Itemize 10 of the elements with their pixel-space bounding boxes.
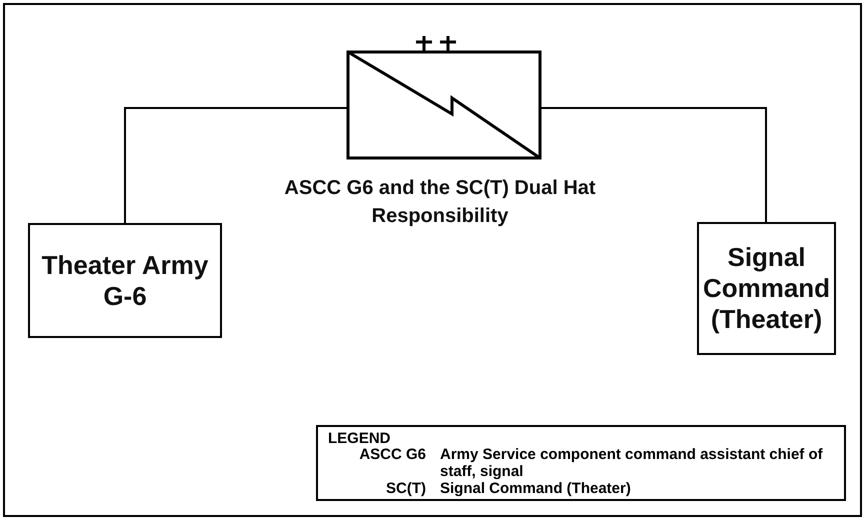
legend-heading: LEGEND — [328, 430, 391, 447]
abbreviation: SC(T) — [386, 480, 426, 497]
connector-line — [540, 107, 767, 222]
connector-line — [124, 107, 348, 223]
definition: Signal Command (Theater) — [440, 480, 631, 497]
definition: Army Service component command assistant chief of staff, signal — [440, 446, 824, 480]
abbreviation: ASCC G6 — [359, 446, 426, 463]
unit-box: Signal Command (Theater) — [697, 222, 836, 355]
unit-caption: ASCC G6 and the SC(T) Dual Hat Responsibility — [283, 176, 597, 229]
unit-box: Theater Army G-6 — [28, 223, 222, 338]
